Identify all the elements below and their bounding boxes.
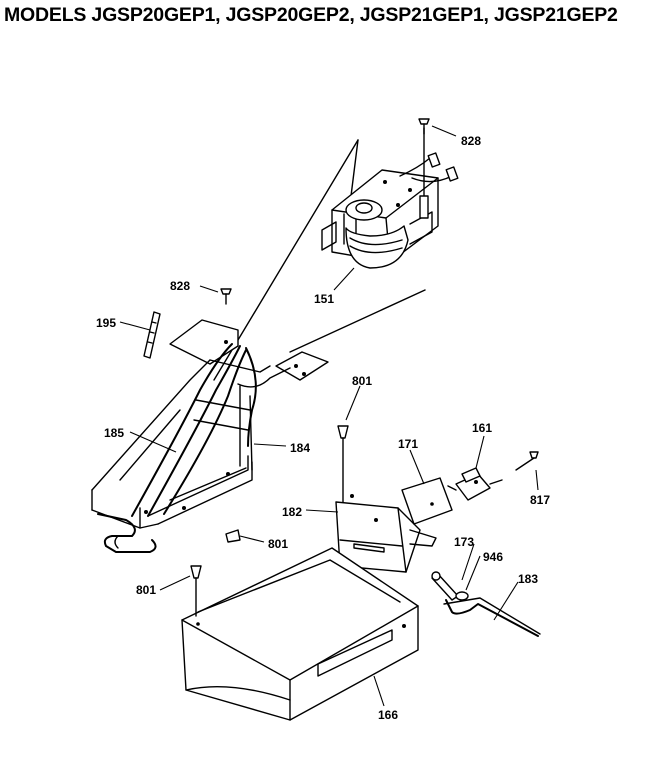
chute-bracket-185 — [91, 319, 329, 553]
label-195: 195 — [96, 316, 116, 330]
bracket-171 — [401, 477, 453, 525]
label-185: 185 — [104, 426, 124, 440]
label-801-left: 801 — [268, 537, 288, 551]
label-182: 182 — [282, 505, 302, 519]
screw-828-mid — [220, 288, 232, 305]
label-166: 166 — [378, 708, 398, 722]
label-173: 173 — [454, 535, 474, 549]
leader-lines — [119, 125, 539, 707]
label-817: 817 — [530, 493, 550, 507]
plate-182 — [335, 494, 437, 573]
wire-184 — [237, 347, 291, 447]
part-number-labels: 828 151 828 195 801 161 185 184 171 817 … — [96, 134, 550, 722]
label-801-upper: 801 — [352, 374, 372, 388]
screw-801-left — [225, 529, 241, 543]
motor-assembly-151 — [321, 127, 459, 269]
label-828-top: 828 — [461, 134, 481, 148]
screw-817 — [515, 451, 539, 471]
washer-946 — [455, 591, 469, 601]
rod-183 — [443, 597, 541, 637]
rod-195 — [143, 311, 161, 359]
label-171: 171 — [398, 437, 418, 451]
label-946: 946 — [483, 550, 503, 564]
label-184: 184 — [290, 441, 310, 455]
label-801-lower: 801 — [136, 583, 156, 597]
label-828-mid: 828 — [170, 279, 190, 293]
page-title: MODELS JGSP20GEP1, JGSP20GEP2, JGSP21GEP… — [4, 4, 618, 26]
label-161: 161 — [472, 421, 492, 435]
pin-173 — [431, 571, 459, 601]
screw-828-top — [418, 118, 430, 135]
label-151: 151 — [314, 292, 334, 306]
switch-161 — [447, 467, 503, 501]
screw-801-lower — [190, 565, 202, 617]
label-183: 183 — [518, 572, 538, 586]
tray-166 — [181, 547, 419, 721]
